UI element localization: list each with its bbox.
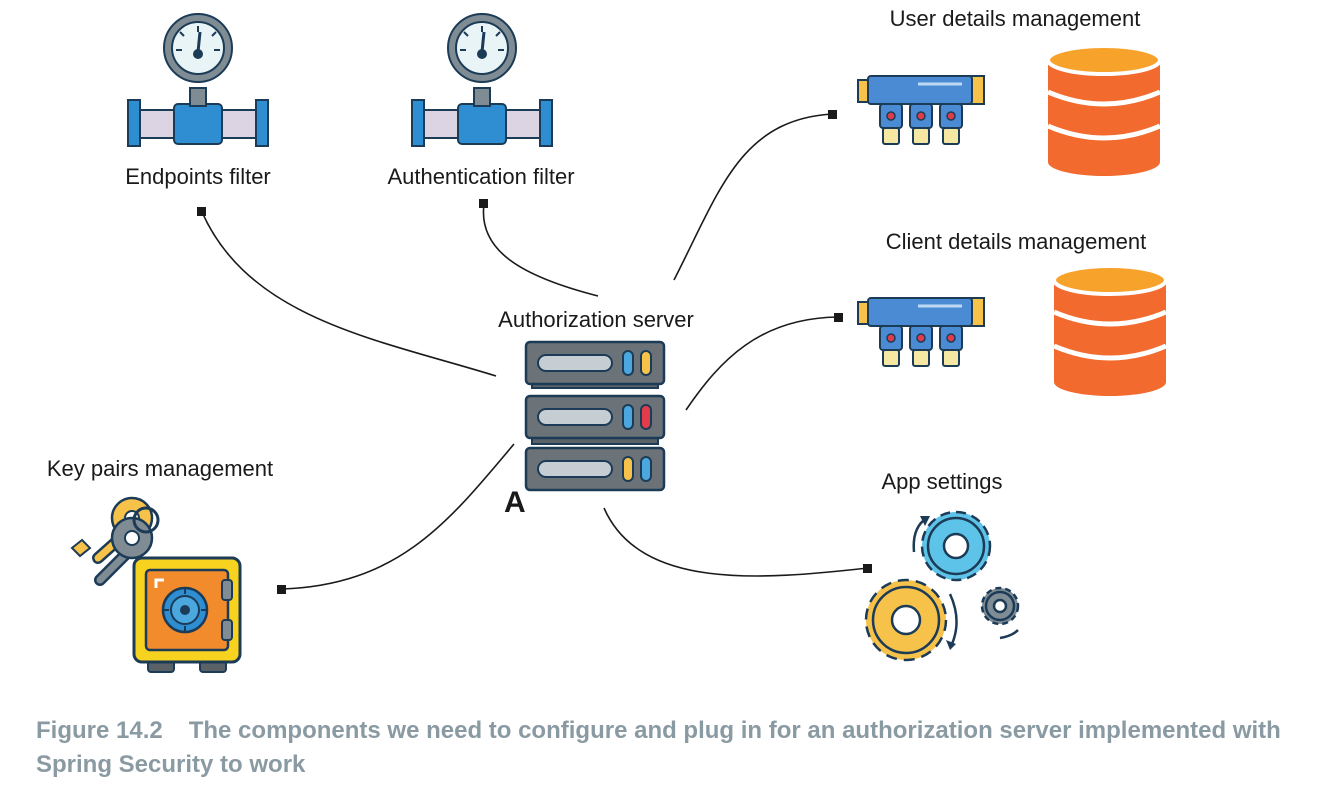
key-pairs-label: Key pairs management (47, 456, 273, 481)
keys-icon (70, 496, 160, 586)
gears-icon (864, 510, 1020, 662)
connector-client-details (685, 316, 839, 411)
figure-number: Figure 14.2 (36, 717, 163, 744)
client-details-manifold-icon (856, 296, 986, 368)
connector-authentication-filter (482, 203, 599, 297)
authentication-filter-icon (410, 12, 554, 148)
connector-endpoints-filter (201, 211, 497, 377)
server-rack-icon (524, 340, 666, 492)
connector-key-pairs (281, 443, 515, 590)
authorization-server-label: Authorization server (498, 307, 694, 332)
connector-app-settings (603, 507, 869, 577)
figure-caption-text: The components we need to configure and … (36, 717, 1281, 778)
connector-endpoint-squares (197, 110, 872, 594)
client-details-label: Client details management (886, 229, 1146, 254)
connectors (201, 113, 869, 590)
user-details-database-icon (1048, 46, 1160, 176)
endpoints-filter-label: Endpoints filter (125, 164, 271, 189)
safe-icon (132, 556, 242, 673)
user-details-manifold-icon (856, 74, 986, 146)
app-settings-label: App settings (881, 469, 1002, 494)
client-details-database-icon (1054, 266, 1166, 396)
marker-a: A (504, 486, 526, 519)
diagram-canvas: Endpoints filter Authentication filter U… (47, 6, 1328, 673)
endpoints-filter-icon (126, 12, 270, 148)
authentication-filter-label: Authentication filter (387, 164, 574, 189)
connector-user-details (673, 113, 833, 281)
user-details-label: User details management (890, 6, 1141, 31)
